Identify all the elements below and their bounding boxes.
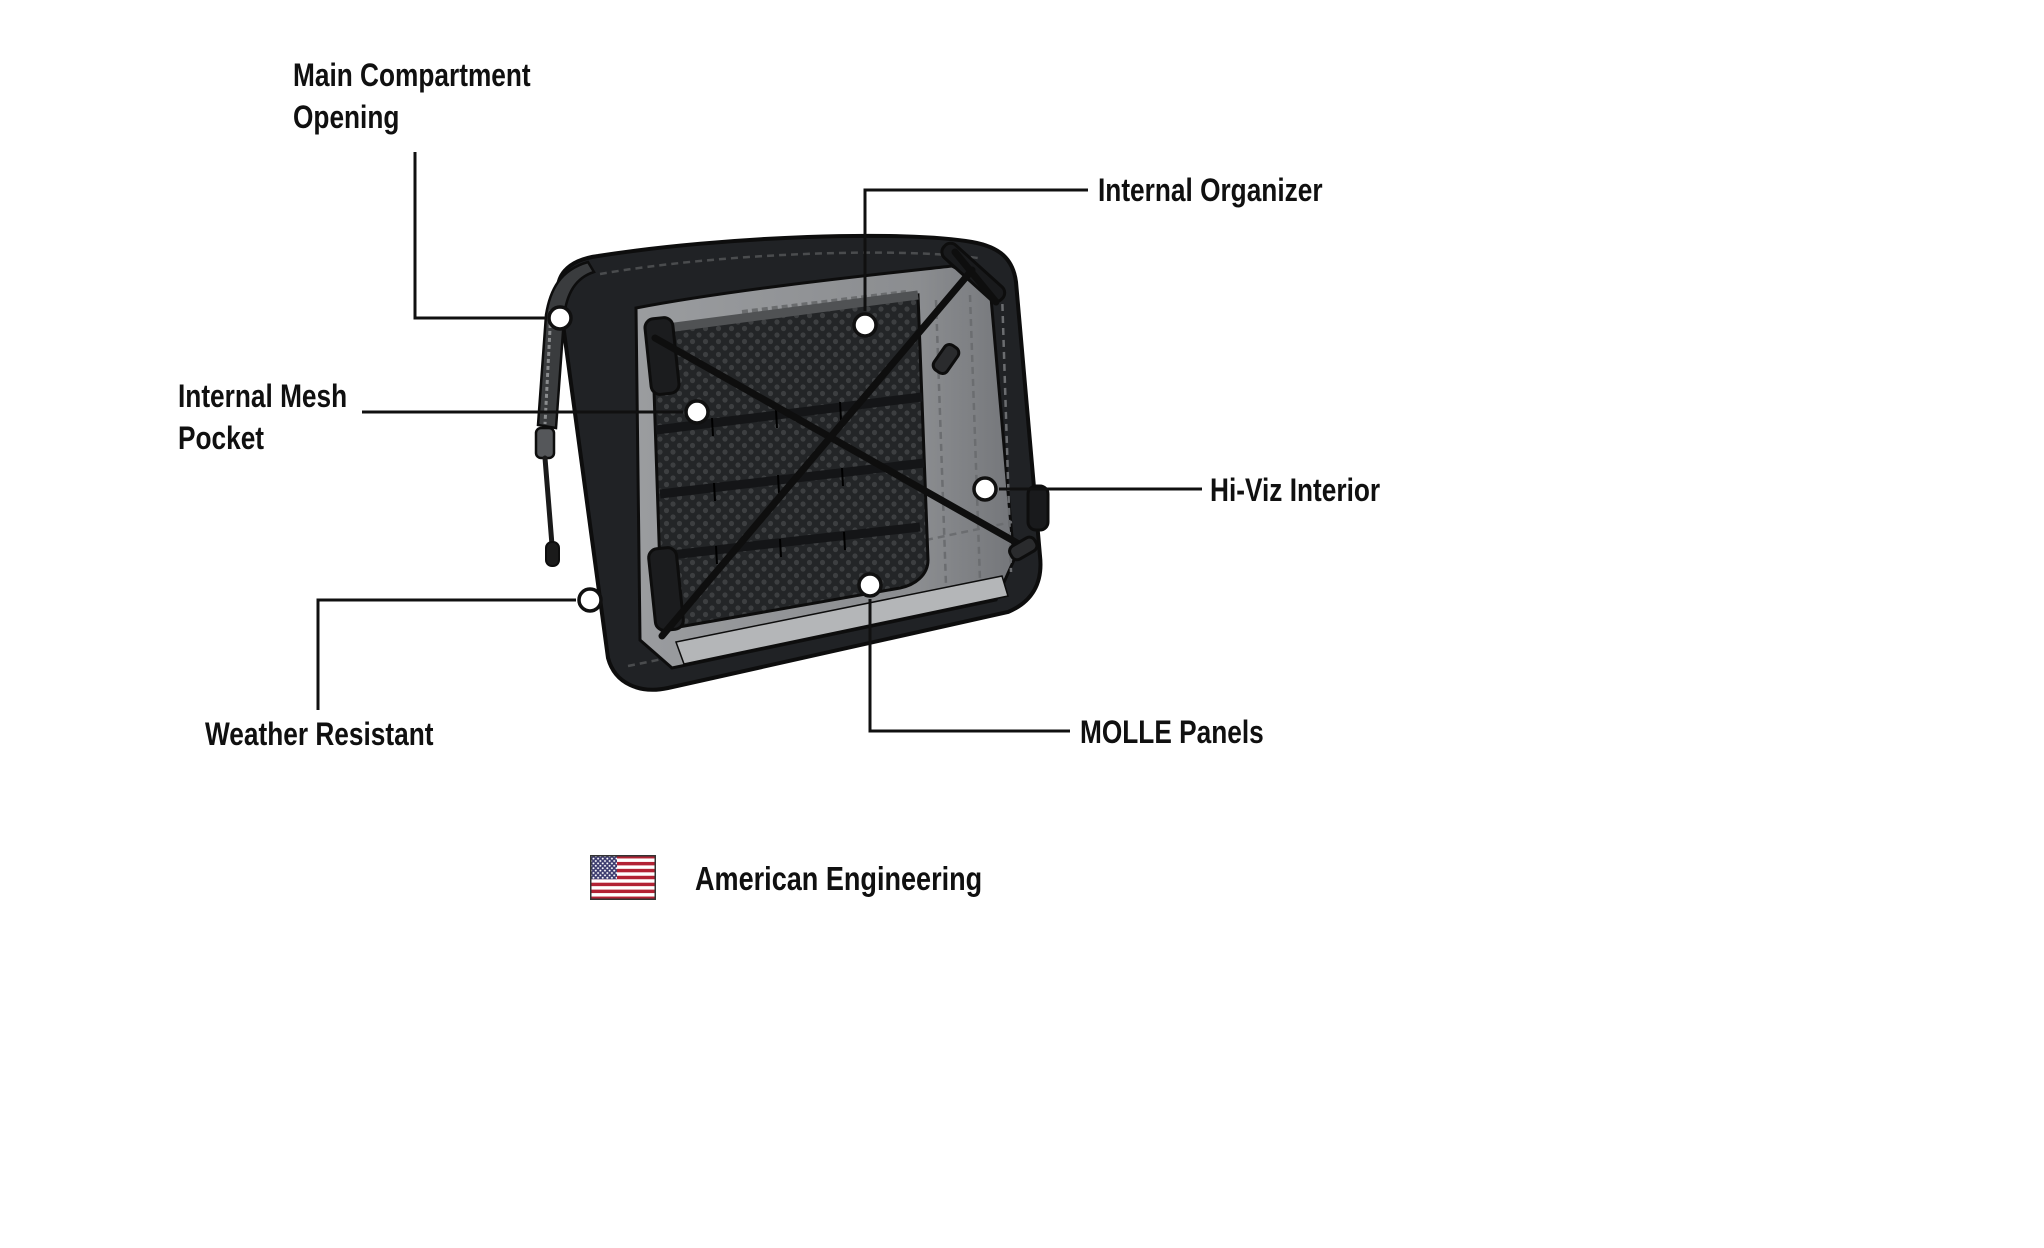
- us-flag-icon: [590, 855, 656, 900]
- bungee-cords: [651, 248, 1030, 640]
- label-hi-viz-interior: Hi-Viz Interior: [1210, 472, 1381, 508]
- callout-dots: [547, 305, 998, 613]
- label-weather-resistant: Weather Resistant: [205, 716, 434, 752]
- callout-line-weather-resistant: [316, 598, 576, 710]
- cord-lock-toggles: [931, 342, 1039, 562]
- callout-lines: [316, 152, 1202, 733]
- right-cord-tab: [1026, 484, 1050, 532]
- molle-webbing-ticks: [711, 401, 846, 565]
- bag-illustration: [534, 233, 1050, 692]
- main-zipper: [534, 260, 596, 567]
- callout-dot-molle-panels: [857, 572, 883, 598]
- callout-dot-internal-mesh: [684, 399, 710, 425]
- callout-dot-weather-resistant: [577, 587, 603, 613]
- callout-line-molle-panels: [868, 599, 1070, 733]
- callout-dot-internal-organizer: [852, 312, 878, 338]
- mesh-pocket: [650, 293, 930, 632]
- label-main-compartment-opening: Main Compartment Opening: [293, 57, 531, 135]
- callout-line-internal-organizer: [863, 188, 1088, 311]
- interior-stitch-columns: [925, 291, 1013, 586]
- callout-dot-hi-viz: [972, 476, 998, 502]
- callout-dot-main-compartment: [547, 305, 573, 331]
- footer-tagline: American Engineering: [695, 860, 983, 897]
- interior-floor: [674, 575, 1009, 665]
- label-internal-organizer: Internal Organizer: [1098, 172, 1323, 208]
- label-internal-mesh-pocket: Internal Mesh Pocket: [178, 378, 348, 456]
- callout-line-main-compartment: [413, 152, 546, 320]
- mesh-pocket-binding: [651, 290, 919, 335]
- zipper-pull: [534, 426, 556, 460]
- label-molle-panels: MOLLE Panels: [1080, 714, 1264, 750]
